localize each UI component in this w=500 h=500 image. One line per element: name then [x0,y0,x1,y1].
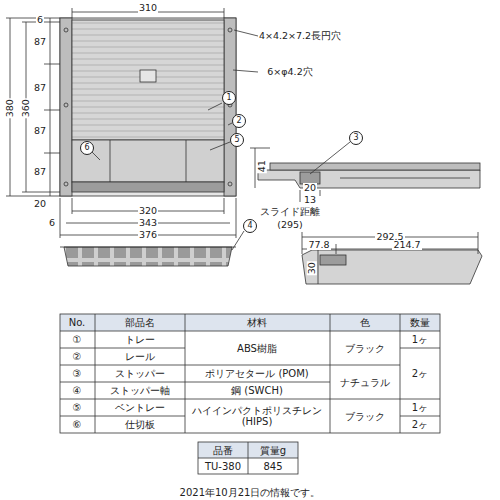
table-cell: 仕切板 [124,419,156,430]
dimension-label: 41 [257,159,267,173]
table-cell: 2021年10月21日の情報です。 [179,487,322,498]
callout-number: 3 [353,134,358,142]
table-cell: ABS樹脂 [236,343,278,354]
table-cell: ⑤ [72,402,83,413]
table-cell: 1ヶ [411,402,429,413]
callout-circle: 3 [349,131,363,145]
callout-number: 1 [226,94,231,102]
table-cell: ストッパー軸 [109,385,171,396]
dimension-label: (295) [276,220,304,230]
dimension-label: 320 [138,206,158,216]
table-cell: 質量g [259,445,287,456]
dimension-label: 360 [21,98,31,118]
table-cell: 2ヶ [411,419,429,430]
dimension-label: 30 [307,261,317,275]
dimension-label: 20 [33,199,47,209]
table-cell: 品番 [212,445,234,456]
callout-circle: 4 [243,219,257,233]
table-cell: ベントレー [114,402,166,413]
dimension-label: 310 [138,3,158,13]
table-cell: ⑥ [72,419,83,430]
table-cell: 845 [262,461,283,472]
table-cell: 鋼 (SWCH) [230,385,284,396]
dimension-label: 77.8 [307,240,330,250]
table-cell: ナチュラル [339,377,391,388]
table-cell: ③ [72,368,83,379]
callout-number: 6 [84,144,89,152]
callout-circle: 1 [222,91,236,105]
table-cell: トレー [124,334,156,345]
callout-circle: 2 [232,114,246,128]
table-cell: 2ヶ [411,368,429,379]
table-cell: 1ヶ [411,334,429,345]
table-cell: ストッパー [114,368,166,379]
dimension-label: 376 [138,230,158,240]
dimension-label: 13 [303,195,317,205]
callout-number: 4 [247,222,252,230]
table-cell: 数量 [409,317,431,328]
dimension-label: 87 [33,167,47,177]
dimension-label: 87 [33,126,47,136]
table-cell: ハイインパクトポリスチレン (HIPS) [187,405,327,427]
dimension-label: 343 [138,218,158,228]
dimension-label: 4×4.2×7.2長円穴 [258,31,342,41]
table-cell: 材料 [246,317,268,328]
dimension-label: 6 [36,15,44,25]
dimension-label: 380 [5,98,15,118]
table-cell: ブラック [344,411,386,422]
dimension-label: 87 [33,83,47,93]
dimension-label: 6×φ4.2穴 [266,67,313,77]
table-cell: ポリアセタール (POM) [204,368,310,379]
callout-number: 5 [234,136,239,144]
table-cell: ① [72,334,83,345]
table-cell: 部品名 [124,317,156,328]
callout-circle: 5 [230,133,244,147]
dimension-label: スライド距離 [259,207,321,217]
dimension-label: 6 [48,218,56,228]
table-cell: ④ [72,385,83,396]
callout-circle: 6 [80,141,94,155]
table-cell: ブラック [344,343,386,354]
table-cell: TU-380 [204,461,242,472]
table-cell: ② [72,351,83,362]
callout-number: 2 [236,117,241,125]
table-cell: No. [68,317,87,328]
dimension-label: 87 [33,37,47,47]
table-cell: 色 [359,317,371,328]
dimension-label: 214.7 [392,240,421,250]
dimension-label: 20 [303,183,317,193]
table-cell: レール [124,351,156,362]
